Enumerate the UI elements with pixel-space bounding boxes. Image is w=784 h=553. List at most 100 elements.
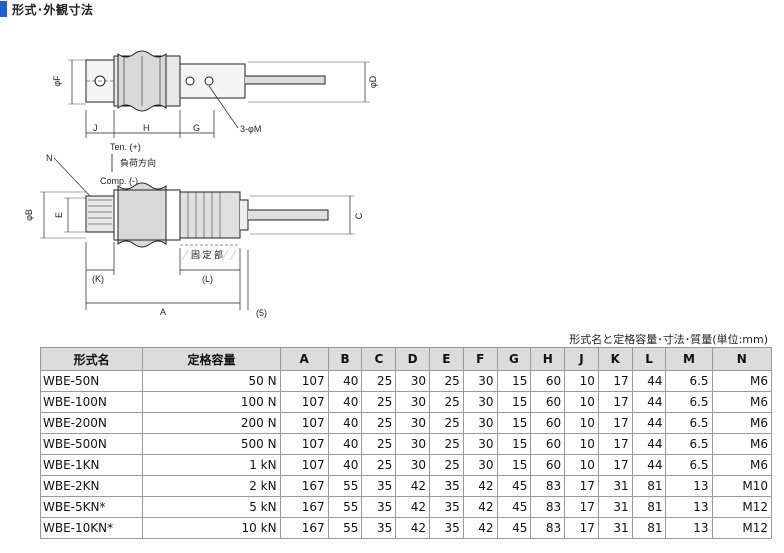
dimension-cell: 15 (496, 391, 532, 413)
dimension-cell: 10 (564, 370, 599, 392)
model-name-cell: WBE-200N (39, 412, 144, 434)
dimension-cell: 35 (429, 496, 464, 518)
dimension-cell: 25 (429, 391, 464, 413)
model-name-cell: WBE-10KN* (39, 517, 144, 539)
dimension-cell: 167 (279, 517, 329, 539)
dimension-cell: 6.5 (665, 412, 713, 434)
dimension-cell: 44 (631, 412, 667, 434)
dimension-cell: 42 (395, 517, 431, 539)
dimension-cell: 107 (279, 433, 329, 455)
dimension-cell: 35 (429, 475, 464, 497)
dimension-cell: 44 (631, 433, 667, 455)
dimension-cell: 10 (564, 433, 599, 455)
dimension-cell: 6.5 (665, 433, 713, 455)
dimension-cell: M6 (711, 412, 773, 434)
dimension-cell: 44 (631, 391, 667, 413)
dimension-cell: 40 (327, 412, 363, 434)
dimension-cell: 45 (496, 496, 532, 518)
col-header: N (711, 347, 773, 371)
five-label: (5) (256, 308, 267, 318)
dimension-cell: 15 (496, 433, 532, 455)
dimension-cell: 25 (361, 391, 397, 413)
spec-table: 形式名 定格容量 A B C D E F G H J K L M N WBE-5… (39, 347, 773, 539)
dimension-cell: 15 (496, 412, 532, 434)
dimension-cell: 44 (631, 370, 667, 392)
dimension-cell: 15 (496, 454, 532, 476)
model-name-cell: WBE-1KN (39, 454, 144, 476)
dimension-cell: 55 (327, 475, 363, 497)
dimension-cell: 10 (564, 412, 599, 434)
dimension-cell: 30 (462, 454, 498, 476)
dimension-cell: 83 (530, 517, 566, 539)
fixed-part-label: 固 定 部 (191, 249, 223, 260)
dimension-cell: 17 (597, 454, 633, 476)
dimension-cell: 30 (462, 412, 498, 434)
dimension-cell: 107 (279, 454, 329, 476)
dimension-cell: 30 (395, 412, 431, 434)
side-view-dims (40, 191, 355, 310)
dimension-cell: 13 (665, 475, 713, 497)
model-name-cell: WBE-2KN (39, 475, 144, 497)
dimension-cell: 40 (327, 433, 363, 455)
side-view (85, 182, 329, 248)
dimension-cell: 30 (395, 391, 431, 413)
dimension-cell: 25 (429, 412, 464, 434)
dimension-cell: 60 (530, 433, 566, 455)
dimension-cell: 81 (631, 475, 667, 497)
table-caption: 形式名と定格容量･寸法･質量(単位:mm) (569, 333, 768, 346)
dimension-cell: 42 (395, 475, 431, 497)
model-name-cell: WBE-50N (39, 370, 144, 392)
dimension-cell: 81 (631, 496, 667, 518)
dimension-cell: 30 (395, 454, 431, 476)
dimension-cell: 17 (597, 370, 633, 392)
dimension-cell: 6.5 (665, 454, 713, 476)
dimension-drawing: φF φD J H G 3-φM Ten. (+) 負荷方向 Comp. (-)… (24, 50, 378, 318)
dimension-cell: 60 (530, 391, 566, 413)
e-label: E (54, 212, 64, 218)
dimension-cell: 6.5 (665, 391, 713, 413)
dimension-cell: M6 (711, 454, 773, 476)
dimension-cell: 35 (361, 517, 397, 539)
top-view-dims (68, 59, 370, 138)
section-title: 形式･外観寸法 (12, 2, 94, 17)
col-header: 定格容量 (142, 347, 281, 371)
dimension-cell: 15 (496, 370, 532, 392)
dimension-cell: 107 (279, 412, 329, 434)
dimension-cell: 25 (429, 454, 464, 476)
col-header: M (665, 347, 713, 371)
rated-capacity-cell: 100 N (142, 391, 281, 413)
dimension-cell: 17 (564, 475, 599, 497)
dimension-cell: 25 (361, 433, 397, 455)
dimension-cell: 60 (530, 370, 566, 392)
dimension-cell: 6.5 (665, 370, 713, 392)
j-label: J (93, 123, 98, 133)
table-header-row: 形式名 定格容量 A B C D E F G H J K L M N (39, 347, 773, 371)
rated-capacity-cell: 200 N (142, 412, 281, 434)
dimension-cell: 13 (665, 496, 713, 518)
col-header: G (496, 347, 532, 371)
dimension-cell: 167 (279, 496, 329, 518)
dimension-cell: 17 (597, 391, 633, 413)
g-label: G (193, 123, 200, 133)
dimension-cell: 45 (496, 517, 532, 539)
dimension-cell: 35 (361, 475, 397, 497)
dimension-cell: 30 (462, 391, 498, 413)
dimension-cell: 42 (462, 475, 498, 497)
dimension-cell: 60 (530, 412, 566, 434)
dimension-cell: 83 (530, 496, 566, 518)
dimension-cell: 167 (279, 475, 329, 497)
rated-capacity-cell: 10 kN (142, 517, 281, 539)
phi-d-label: φD (368, 75, 378, 88)
l-label: (L) (202, 274, 213, 284)
dimension-cell: 25 (361, 370, 397, 392)
rated-capacity-cell: 50 N (142, 370, 281, 392)
col-header: D (395, 347, 431, 371)
dimension-cell: 83 (530, 475, 566, 497)
dimension-cell: 35 (361, 496, 397, 518)
col-header: A (279, 347, 329, 371)
section-header: 形式･外観寸法 (0, 0, 94, 18)
section-marker (0, 1, 7, 17)
dimension-cell: 40 (327, 454, 363, 476)
